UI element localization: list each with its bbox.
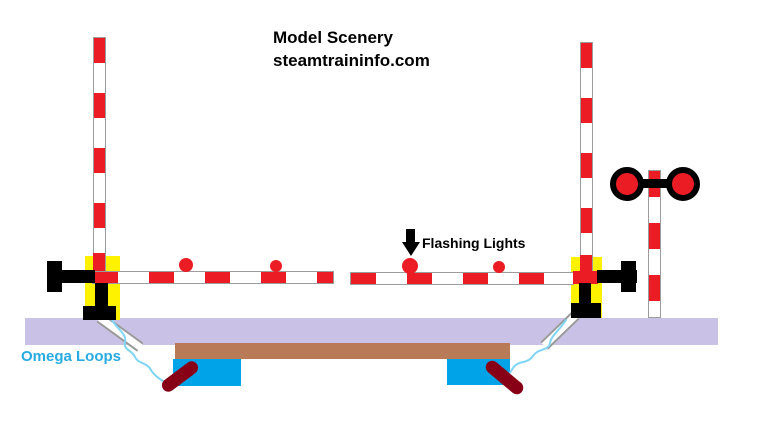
signal-crossbar [627, 179, 683, 188]
down-arrow-icon [406, 229, 415, 243]
boom-light-1 [179, 258, 193, 272]
base-plate-left [83, 306, 116, 320]
signal-light-left [610, 167, 644, 201]
signal-mast [648, 170, 661, 318]
counterweight-end-left [47, 261, 62, 292]
crossing-pole-right [580, 42, 593, 271]
counterweight-end-right [621, 261, 636, 292]
crossing-pole-left [93, 37, 106, 271]
title-block: Model Scenery steamtraininfo.com [273, 26, 430, 72]
omega-loops-label: Omega Loops [21, 348, 122, 365]
boom-light-4 [493, 261, 505, 273]
base-plate-right [571, 303, 601, 318]
title-line-2: steamtraininfo.com [273, 51, 430, 70]
boom-hinge-right [573, 271, 598, 284]
support-post-left [95, 283, 108, 309]
boom-gate-right [350, 272, 574, 285]
title-line-1: Model Scenery [273, 28, 393, 47]
wooden-plank [175, 343, 510, 359]
counterweight-arm-left [55, 270, 95, 283]
boom-light-2 [270, 260, 282, 272]
boom-light-3 [402, 258, 418, 274]
down-arrow-head-icon [402, 242, 420, 256]
boom-gate-left [92, 271, 334, 284]
flashing-lights-label: Flashing Lights [422, 235, 526, 251]
signal-light-right [666, 167, 700, 201]
support-post-right [579, 283, 591, 307]
